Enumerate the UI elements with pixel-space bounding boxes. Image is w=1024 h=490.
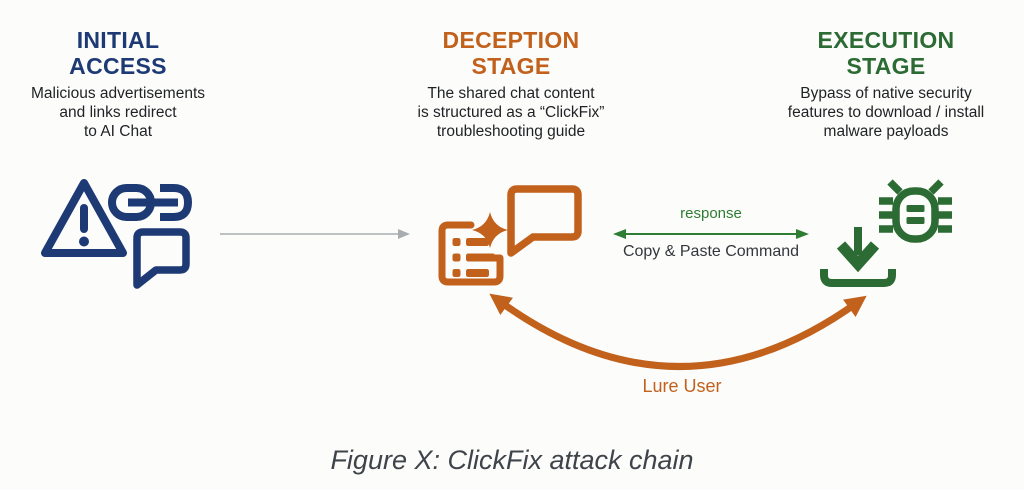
stage-title-line: ACCESS (69, 53, 167, 80)
exchange-double-arrow-icon (613, 229, 809, 239)
stage-title-line: INITIAL (76, 27, 160, 53)
bug-icon (879, 179, 952, 243)
description-line: to AI Chat (83, 122, 153, 140)
stage-title-initial-access: INITIAL ACCESS (8, 27, 228, 80)
sparkle-icon (472, 212, 508, 248)
stage-title-execution: EXECUTION STAGE (766, 27, 1006, 80)
warning-triangle-icon (41, 179, 127, 257)
ai-checklist-icon (438, 221, 504, 286)
response-label: response (680, 205, 742, 222)
description-line: Bypass of native security (800, 84, 972, 102)
stage-initial-access: INITIAL ACCESS Malicious advertisements … (8, 27, 228, 142)
description-line: The shared chat content (427, 84, 595, 102)
description-line: and links redirect (59, 103, 177, 121)
lure-user-label: Lure User (642, 376, 722, 396)
description-line: is structured as a “ClickFix” (417, 103, 605, 121)
deception-icon-group (438, 185, 582, 286)
figure-caption: Figure X: ClickFix attack chain (330, 445, 694, 475)
download-icon (820, 227, 896, 287)
chat-bubble-icon (507, 185, 582, 257)
stage-title-deception: DECEPTION STAGE (401, 27, 621, 80)
stage-title-line: DECEPTION (442, 27, 580, 53)
stage-description-execution: Bypass of native security features to do… (766, 85, 1006, 142)
description-line: troubleshooting guide (436, 122, 586, 140)
stage-title-line: EXECUTION (817, 27, 955, 53)
chat-bubble-icon (133, 228, 190, 289)
stage-execution: EXECUTION STAGE Bypass of native securit… (766, 27, 1006, 142)
lure-curved-arrow-icon (489, 293, 867, 370)
execution-icon-group (820, 179, 952, 287)
stage-title-line: STAGE (846, 53, 926, 80)
description-line: Malicious advertisements (30, 84, 205, 102)
stage-deception: DECEPTION STAGE The shared chat content … (401, 27, 621, 142)
copy-paste-command-label: Copy & Paste Command (622, 243, 800, 260)
stage-description-initial-access: Malicious advertisements and links redir… (8, 85, 228, 142)
initial-access-icon-group (41, 179, 193, 289)
description-line: malware payloads (823, 122, 949, 140)
link-icon (108, 184, 193, 221)
redirect-arrow-icon (220, 229, 410, 239)
description-line: features to download / install (787, 103, 985, 121)
stage-description-deception: The shared chat content is structured as… (401, 85, 621, 142)
stage-title-line: STAGE (471, 53, 551, 80)
